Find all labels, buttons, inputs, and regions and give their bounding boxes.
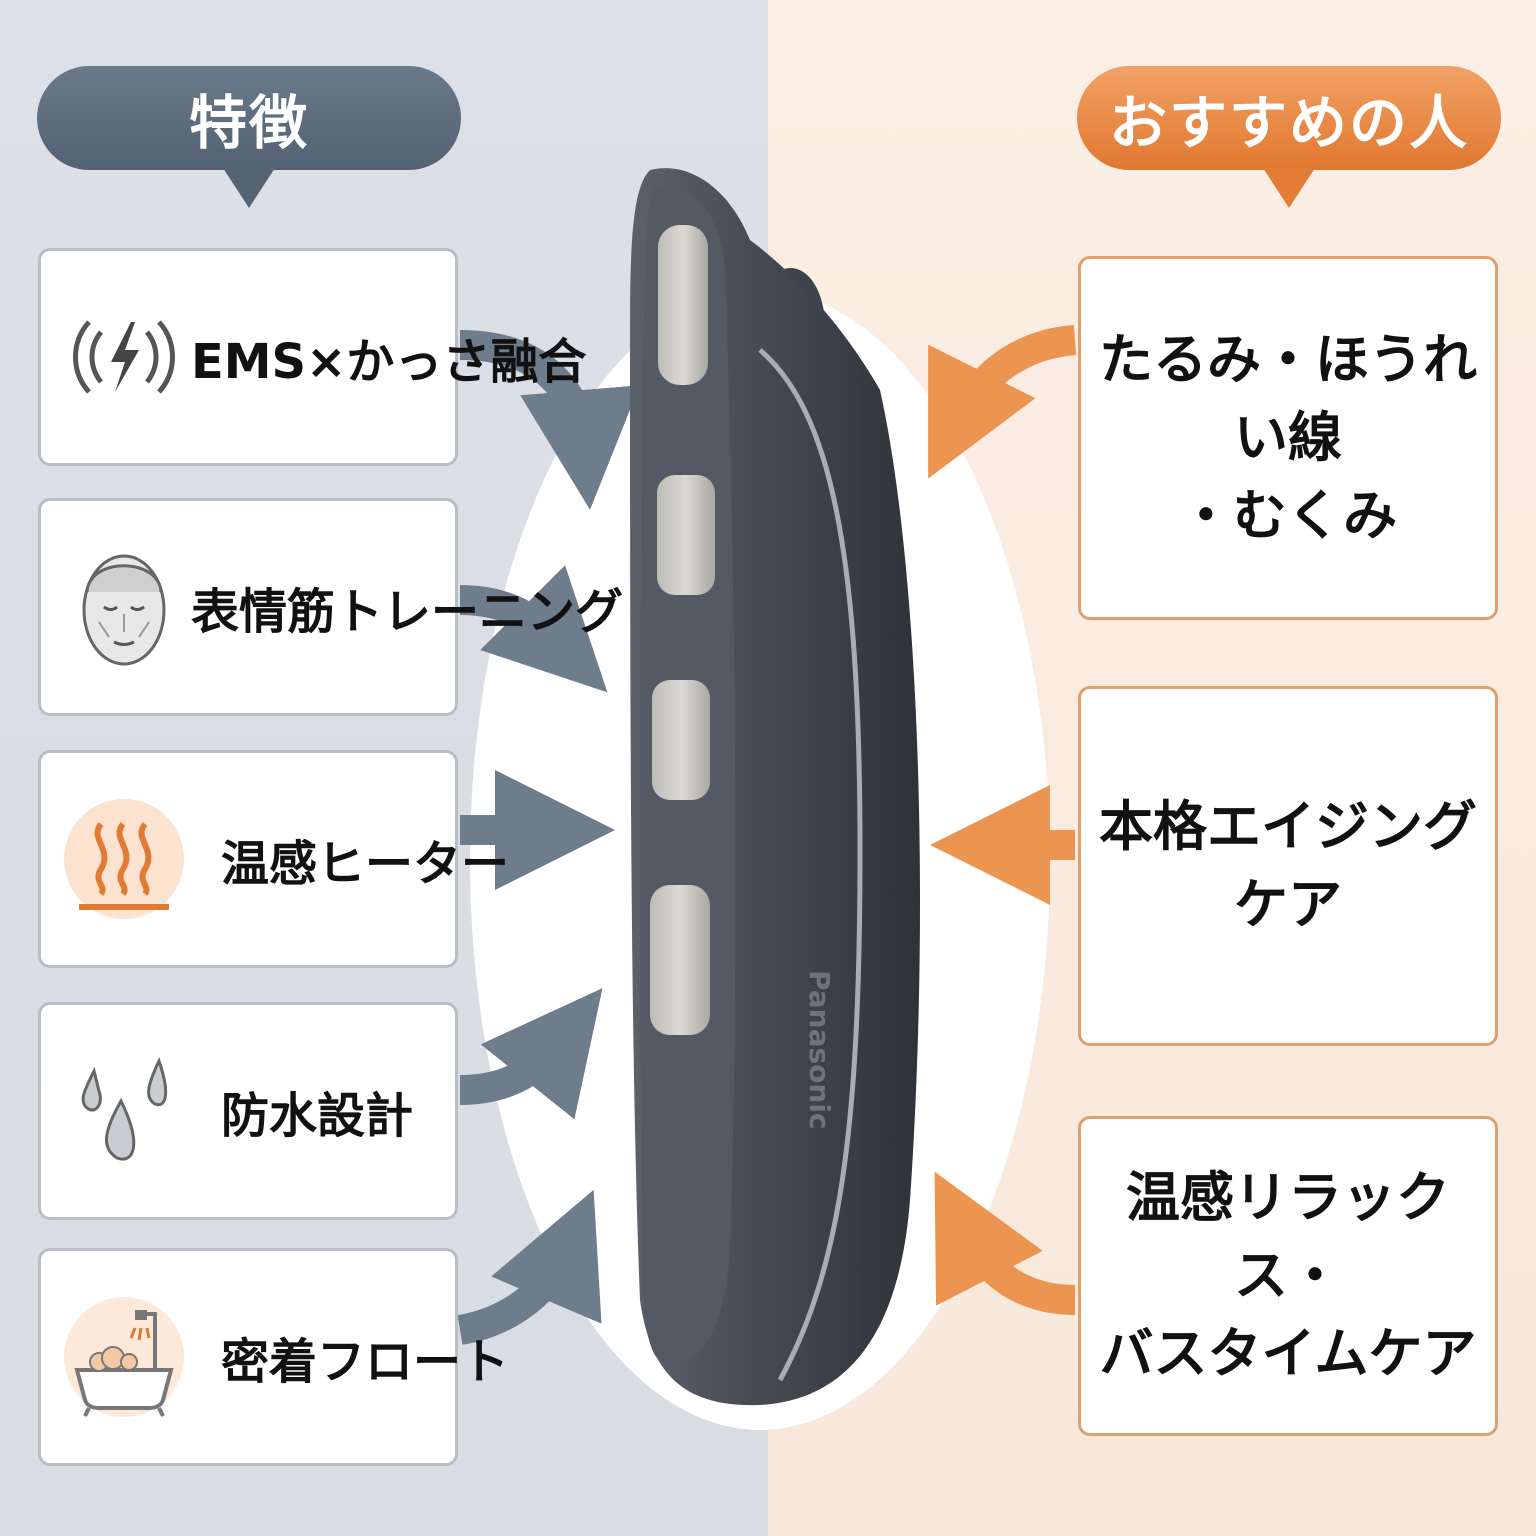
features-header-title: 特徴 <box>188 89 309 157</box>
feature-label-float: 密着フロート <box>221 1334 510 1390</box>
facial-device-image: Panasonic <box>630 168 920 1406</box>
feature-card-waterproof: 防水設計 <box>38 1002 458 1220</box>
bathtub-shower-icon <box>64 1297 184 1417</box>
recommended-label-sagging-line1: たるみ・ほうれい線 <box>1099 327 1477 469</box>
feature-label-heater: 温感ヒーター <box>221 836 510 892</box>
features-header: 特徴 <box>37 66 461 170</box>
recommended-label-aging-care: 本格エイジングケア <box>1099 794 1477 936</box>
feature-card-face-training: 表情筋トレーニング <box>38 498 624 716</box>
feature-card-ems: EMS×かっさ融合 <box>38 248 587 466</box>
recommended-label-sagging: たるみ・ほうれい線 ・むくみ <box>1081 321 1495 556</box>
face-muscle-icon <box>82 554 166 666</box>
feature-label-ems: EMS×かっさ融合 <box>191 334 587 390</box>
recommended-header: おすすめの人 <box>1077 66 1501 170</box>
feature-label-waterproof: 防水設計 <box>221 1088 414 1144</box>
device-brand-logo: Panasonic <box>803 970 836 1130</box>
features-header-pointer <box>223 168 275 208</box>
recommended-label-bath-relax-line2: バスタイムケア <box>1099 1322 1477 1386</box>
feature-card-heater: 温感ヒーター <box>38 750 510 968</box>
water-drops-icon <box>81 1057 168 1161</box>
recommended-header-pointer <box>1263 168 1315 208</box>
feature-card-float: 密着フロート <box>38 1248 510 1466</box>
recommended-card-bath-relax: 温感リラックス・ バスタイムケア <box>1078 1116 1498 1436</box>
feature-label-face-training: 表情筋トレーニング <box>191 584 624 640</box>
recommended-card-sagging: たるみ・ほうれい線 ・むくみ <box>1078 256 1498 620</box>
recommended-header-title: おすすめの人 <box>1108 89 1469 157</box>
ems-signal-bolt-icon <box>73 320 175 394</box>
recommended-label-sagging-line2: ・むくみ <box>1178 484 1398 548</box>
recommended-label-bath-relax-line1: 温感リラックス・ <box>1126 1165 1450 1307</box>
recommended-card-aging-care: 本格エイジングケア <box>1078 686 1498 1046</box>
recommended-label-bath-relax: 温感リラックス・ バスタイムケア <box>1081 1159 1495 1394</box>
heat-waves-icon <box>64 799 184 919</box>
